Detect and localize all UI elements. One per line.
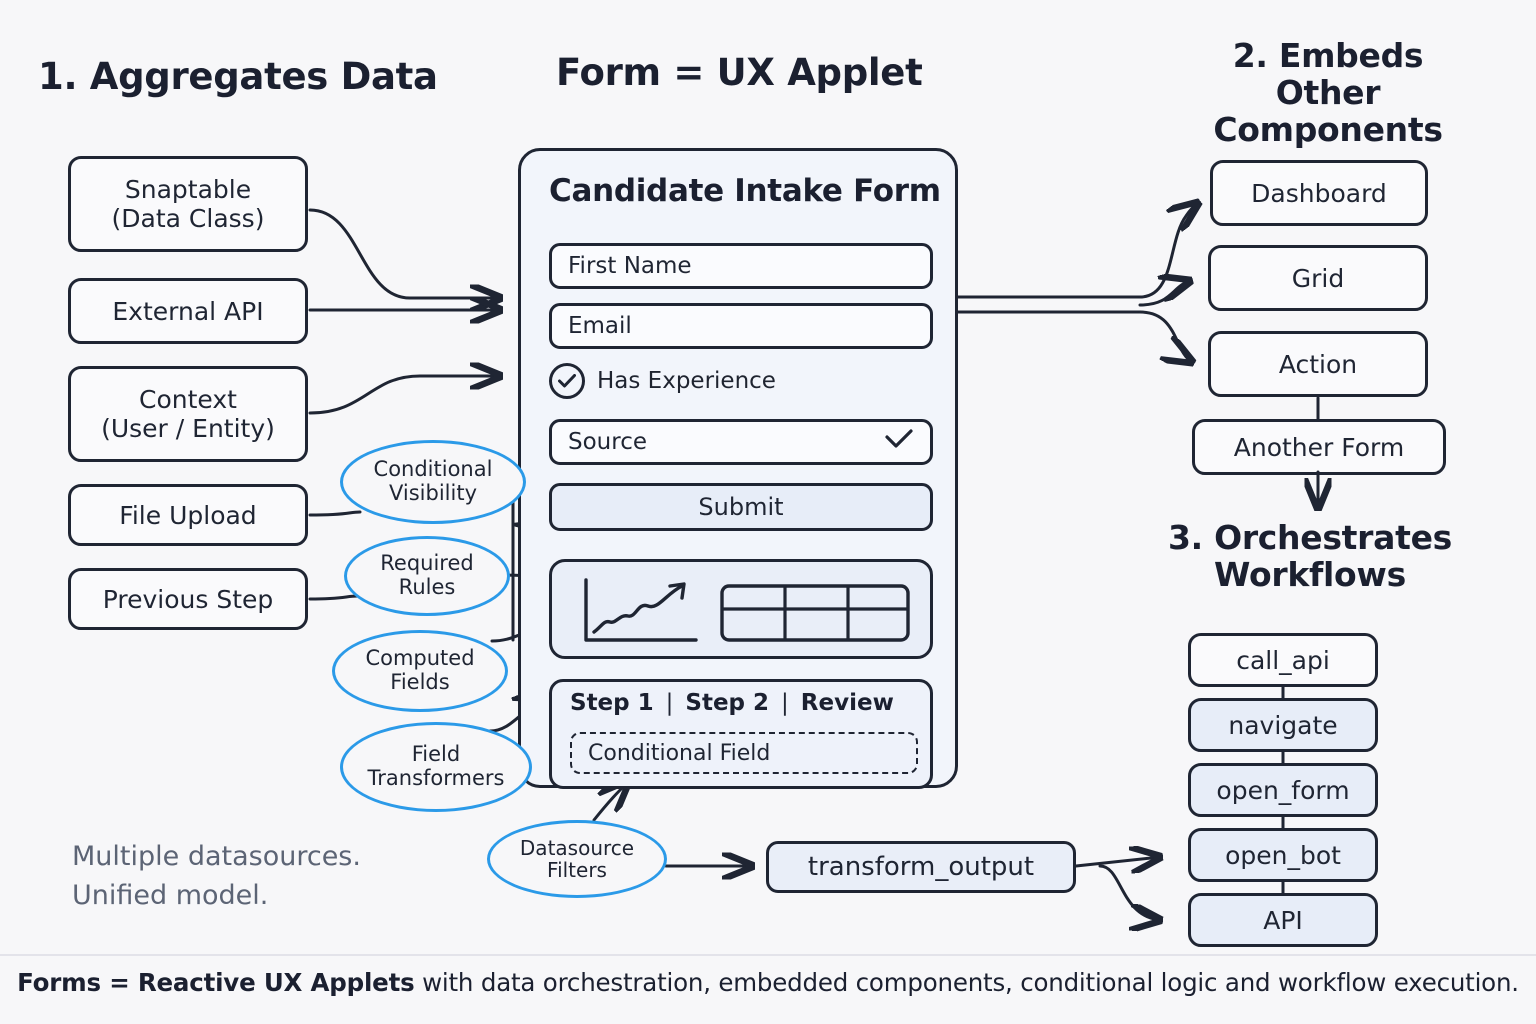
embed-box-action[interactable]: Action [1208, 331, 1428, 397]
source-label: Previous Step [102, 584, 274, 614]
callout-line1: Required [380, 551, 474, 576]
tab-step-1[interactable]: Step 1 [570, 690, 654, 716]
source-label: Snaptable [124, 175, 252, 204]
heading-form-ux-applet: Form = UX Applet [556, 51, 923, 94]
workflow-label: open_form [1216, 775, 1350, 805]
email-placeholder: Email [568, 313, 632, 339]
transform-output-label: transform_output [807, 852, 1035, 882]
source-box-external-api[interactable]: External API [68, 278, 308, 344]
submit-button-label: Submit [698, 493, 784, 521]
workflow-box-navigate[interactable]: navigate [1188, 698, 1378, 752]
embed-label: Grid [1291, 263, 1345, 293]
first-name-input[interactable]: First Name [549, 243, 933, 289]
callout-line2: Filters [547, 858, 607, 882]
notes-line2: Unified model. [72, 880, 269, 912]
step-separator: | [781, 690, 789, 716]
step-tabs[interactable]: Step 1 | Step 2 | Review [570, 690, 894, 716]
footer-divider [0, 954, 1536, 956]
embed-box-another-form[interactable]: Another Form [1192, 419, 1446, 475]
heading-orchestrates-line1: 3. Orchestrates [1167, 518, 1452, 557]
workflow-label: call_api [1236, 645, 1330, 675]
line-chart-icon [578, 576, 706, 652]
email-input[interactable]: Email [549, 303, 933, 349]
embed-label: Dashboard [1251, 178, 1387, 208]
page-title: Candidate Intake Form [549, 173, 941, 209]
callout-line1: Datasource [519, 835, 635, 860]
check-icon[interactable] [884, 429, 914, 455]
callout-required-rules[interactable]: Required Rules [344, 536, 510, 616]
has-experience-checkbox-row[interactable]: Has Experience [549, 363, 776, 399]
source-label: Context [139, 385, 237, 414]
callout-conditional-visibility[interactable]: Conditional Visibility [340, 440, 526, 524]
source-box-file-upload[interactable]: File Upload [68, 484, 308, 546]
callout-line1: Computed [365, 646, 475, 671]
submit-button[interactable]: Submit [549, 483, 933, 531]
check-circle-icon[interactable] [549, 363, 585, 399]
source-sublabel: (User / Entity) [101, 414, 275, 443]
workflow-box-open-bot[interactable]: open_bot [1188, 828, 1378, 882]
heading-orchestrates-line2: Workflows [1214, 554, 1406, 594]
table-grid-icon [720, 584, 910, 646]
callout-line1: Field [411, 742, 461, 767]
embed-label: Action [1278, 349, 1358, 379]
source-sublabel: (Data Class) [111, 204, 265, 233]
source-select[interactable]: Source [549, 419, 933, 465]
transform-output-box[interactable]: transform_output [766, 841, 1076, 893]
footer-rest: with data orchestration, embedded compon… [414, 968, 1519, 997]
embed-label: Another Form [1233, 432, 1405, 462]
wizard-steps-card: Step 1 | Step 2 | Review Conditional Fie… [549, 679, 933, 789]
source-label: File Upload [119, 500, 257, 530]
candidate-intake-form-panel: Candidate Intake Form First Name Email H… [518, 148, 958, 789]
embed-box-grid[interactable]: Grid [1208, 245, 1428, 311]
workflow-label: open_bot [1225, 840, 1341, 870]
first-name-placeholder: First Name [568, 253, 692, 279]
tab-review[interactable]: Review [800, 690, 894, 716]
source-label: External API [112, 296, 264, 326]
embed-box-dashboard[interactable]: Dashboard [1210, 160, 1428, 226]
footer-caption: Forms = Reactive UX Applets with data or… [0, 968, 1536, 997]
footer-bold: Forms = Reactive UX Applets [17, 968, 415, 997]
notes-text: Multiple datasources. Unified model. [72, 837, 361, 915]
heading-embeds-line1: 2. Embeds [1232, 36, 1424, 75]
callout-line2: Fields [390, 670, 450, 694]
workflow-label: API [1263, 905, 1303, 935]
step-separator: | [665, 690, 674, 716]
tab-step-2[interactable]: Step 2 [685, 690, 770, 716]
callout-datasource-filters[interactable]: Datasource Filters [487, 820, 667, 898]
callout-line2: Transformers [367, 766, 505, 790]
has-experience-label: Has Experience [597, 368, 776, 394]
workflow-box-open-form[interactable]: open_form [1188, 763, 1378, 817]
workflow-box-api[interactable]: API [1188, 893, 1378, 947]
heading-embeds-line2: Other Components [1213, 72, 1443, 149]
notes-line1: Multiple datasources. [72, 841, 361, 872]
callout-line1: Conditional [373, 457, 493, 482]
workflow-label: navigate [1228, 710, 1338, 740]
heading-orchestrates-workflows: 3. Orchestrates Workflows [1130, 518, 1490, 594]
callout-computed-fields[interactable]: Computed Fields [332, 630, 508, 712]
source-box-previous-step[interactable]: Previous Step [68, 568, 308, 630]
source-box-context[interactable]: Context (User / Entity) [68, 366, 308, 462]
conditional-field[interactable]: Conditional Field [570, 732, 918, 774]
source-box-snaptable[interactable]: Snaptable (Data Class) [68, 156, 308, 252]
conditional-field-label: Conditional Field [588, 740, 771, 766]
source-select-value: Source [568, 429, 647, 455]
callout-line2: Visibility [388, 481, 477, 505]
heading-aggregates-data: 1. Aggregates Data [38, 55, 438, 98]
heading-embeds-other-components: 2. Embeds Other Components [1158, 36, 1498, 149]
embedded-components-strip [549, 559, 933, 659]
callout-line2: Rules [398, 575, 456, 599]
workflow-box-call-api[interactable]: call_api [1188, 633, 1378, 687]
callout-field-transformers[interactable]: Field Transformers [340, 722, 532, 812]
